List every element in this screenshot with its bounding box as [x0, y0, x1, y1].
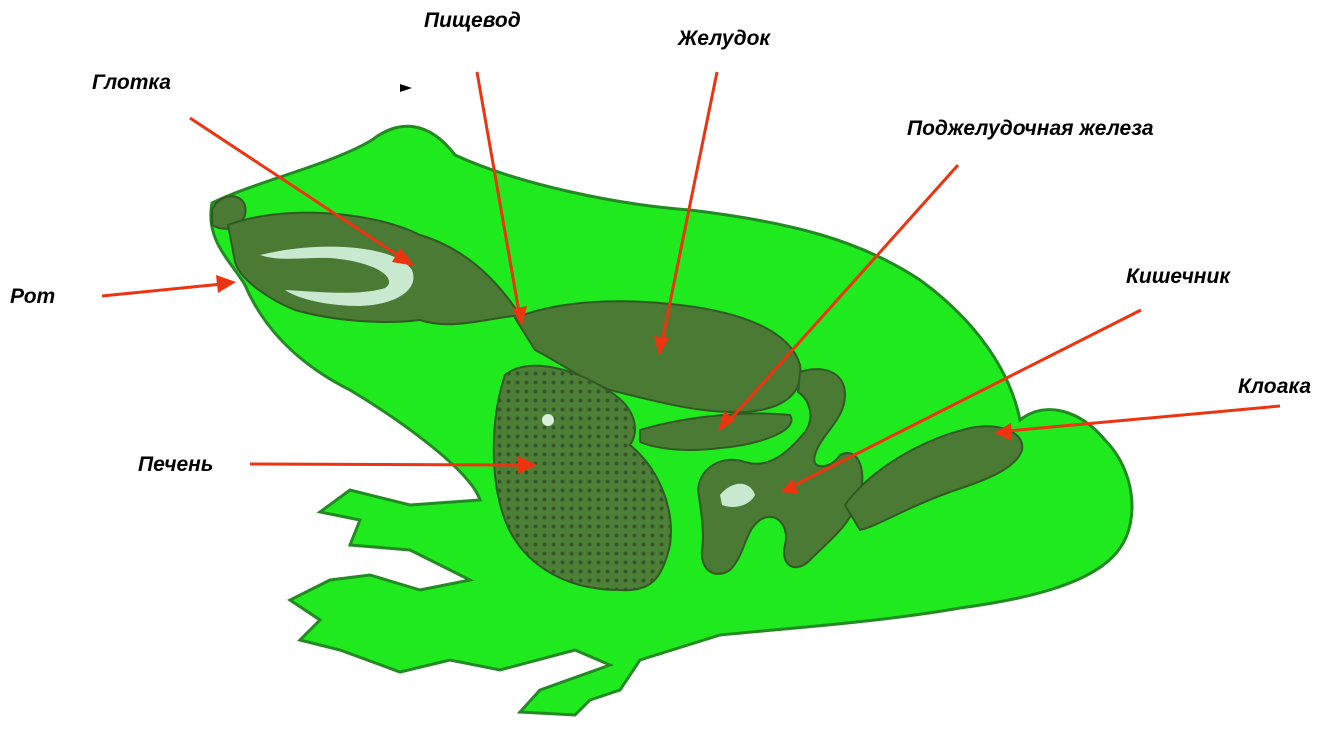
- label-pancreas: Поджелудочная железа: [907, 118, 1154, 139]
- label-cloaca: Клоака: [1238, 376, 1311, 397]
- gallbladder: [542, 414, 554, 426]
- label-esophagus: Пищевод: [424, 10, 521, 31]
- label-liver: Печень: [138, 454, 213, 475]
- label-mouth: Рот: [10, 286, 55, 307]
- stray-arrow-marker: [400, 84, 412, 92]
- arrow-mouth: [102, 275, 236, 296]
- label-stomach: Желудок: [678, 28, 770, 49]
- label-pharynx: Глотка: [92, 72, 171, 93]
- label-intestine: Кишечник: [1126, 266, 1230, 287]
